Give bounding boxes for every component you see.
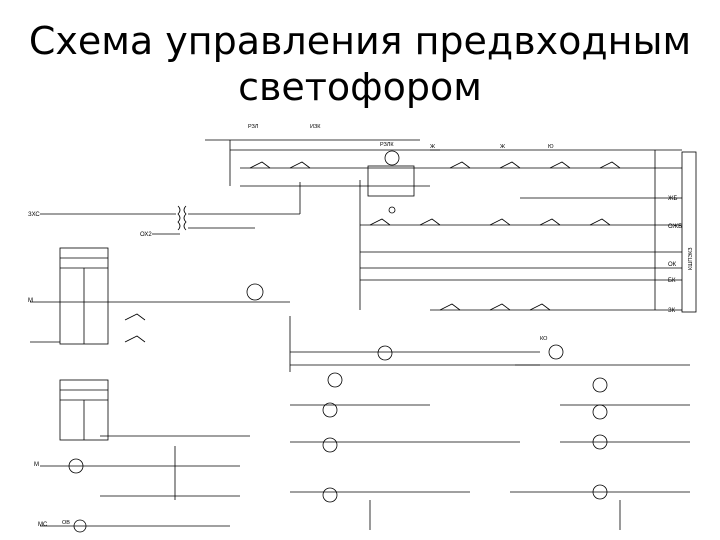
label-hmp: ЗХС (28, 212, 40, 218)
lamp-icon (384, 150, 400, 166)
relay-coil-icon (592, 404, 608, 420)
terminal-box-label: КШПЭКЗ (688, 247, 694, 270)
right-labels: ЖБ ОЖБ ОК БК ЗК (668, 196, 682, 314)
terminal-box: КШПЭКЗ (681, 151, 697, 313)
label-zk: ЗК (668, 308, 676, 314)
relay-coil-icon (322, 487, 338, 503)
relay-contacts (124, 161, 621, 343)
relay-coil-icon (322, 437, 338, 453)
relay-coil-icon (327, 372, 343, 388)
label-ozhb: ОЖБ (668, 224, 682, 230)
relay-label-zh: Ж (430, 144, 435, 150)
relay-block-bottom (59, 379, 109, 441)
label-bk: БК (668, 278, 676, 284)
title-line-2: светофором (238, 65, 482, 109)
relay-coil-icon (548, 344, 564, 360)
relay-codes: РЗЛ ИЗК РЗЛК Ж Ю Ж КО ОВ (62, 124, 554, 526)
bus-lines (205, 139, 682, 311)
label-ok: ОК (668, 262, 677, 268)
relay-label-jr: Ж (500, 144, 505, 150)
label-ov2: ОХ2 (140, 232, 152, 238)
relay-label-rel-zk: ИЗК (310, 124, 321, 130)
relay-label-rel-zbk: РЗЛК (380, 142, 394, 148)
vertical-links (174, 140, 656, 530)
signal-lamps (68, 150, 608, 533)
label-mc: МС (38, 522, 48, 528)
label-m-left: М (28, 298, 33, 304)
left-inputs: ЗХС ОХ2 М МС М (28, 212, 180, 528)
relay-label-ol: Ю (548, 144, 554, 150)
relay-coil-icon (377, 345, 393, 361)
relay-block-top (59, 247, 109, 345)
relay-coil-icon (592, 377, 608, 393)
label-zhb: ЖБ (668, 196, 678, 202)
label-m-low: М (34, 462, 39, 468)
relay-coil-icon (246, 283, 264, 301)
relay-label-rel-zb: РЗЛ (248, 124, 259, 130)
relay-label-ob: ОВ (62, 520, 70, 526)
transformer (110, 182, 301, 231)
title-line-1: Схема управления предвходным (28, 19, 692, 63)
relay-coil-icon (322, 402, 338, 418)
relay-label-ko: КО (540, 336, 548, 342)
lower-rails (30, 301, 690, 527)
slide-title: Схема управления предвходным светофором (0, 18, 720, 110)
